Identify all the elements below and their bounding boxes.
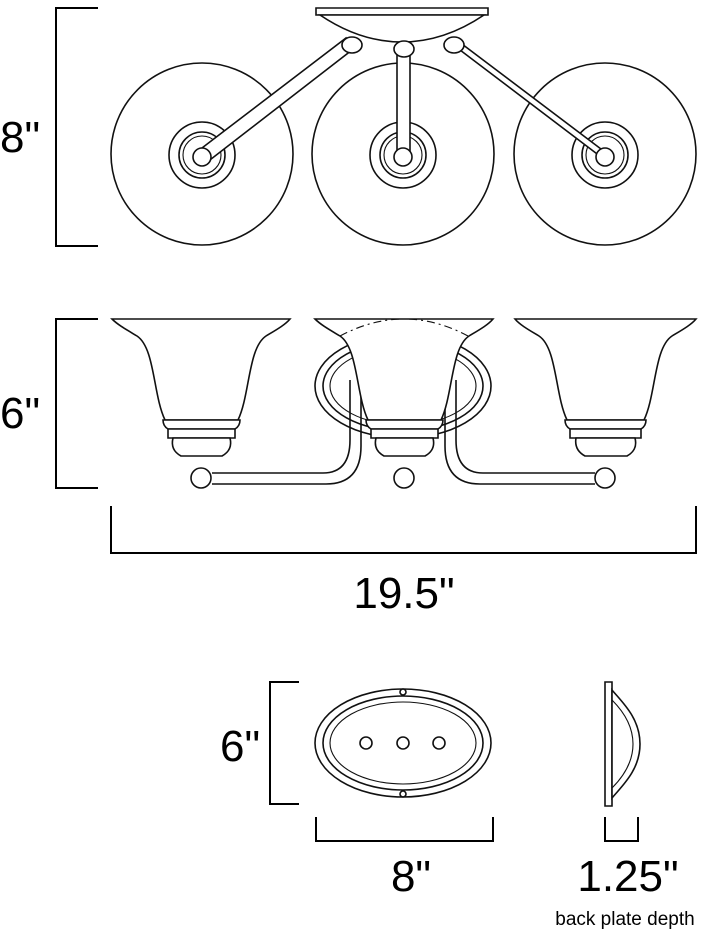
arm-end-left [192, 147, 212, 167]
socket-hole-right [432, 736, 446, 750]
shade-center-front [313, 318, 495, 489]
front-view: 6" [0, 318, 698, 618]
shade-left-front [110, 318, 292, 489]
arm-center-top [396, 45, 411, 157]
socket-right-top [571, 121, 639, 189]
socket-hole-left [359, 736, 373, 750]
socket-left-top [168, 121, 236, 189]
mounting-hole-bottom [399, 790, 407, 798]
back-plate-side-profile [604, 681, 641, 807]
arm-end-right [595, 147, 615, 167]
back-plate-depth-bracket [604, 817, 639, 842]
top-view-height-label: 8" [0, 113, 40, 162]
mounting-hole-top [399, 688, 407, 696]
ceiling-canopy [315, 7, 489, 16]
arm-joint-center [393, 40, 415, 58]
top-view: 8" [0, 7, 697, 247]
arm-tube-front [212, 380, 595, 485]
front-view-width-label: 19.5" [353, 569, 454, 618]
back-plate-view: 6" 8" 1.25" back plate depth [220, 681, 695, 930]
front-view-height-label: 6" [0, 389, 40, 438]
back-plate-height-bracket [269, 681, 299, 805]
back-plate-width-label: 8" [391, 852, 431, 901]
back-plate-front-face [314, 688, 492, 798]
arm-end-center [393, 147, 413, 167]
shade-right-front [513, 318, 698, 489]
front-view-width-bracket [110, 506, 697, 554]
arm-joint-left [341, 36, 363, 54]
back-plate-height-label: 6" [220, 722, 260, 771]
back-plate-depth-label: 1.25" [577, 852, 678, 901]
back-plate-width-bracket [315, 817, 494, 842]
back-plate-depth-caption: back plate depth [555, 909, 694, 930]
top-view-height-bracket [55, 7, 98, 247]
socket-hole-center [396, 736, 410, 750]
front-view-height-bracket [55, 318, 98, 489]
arm-joint-right [443, 36, 465, 54]
